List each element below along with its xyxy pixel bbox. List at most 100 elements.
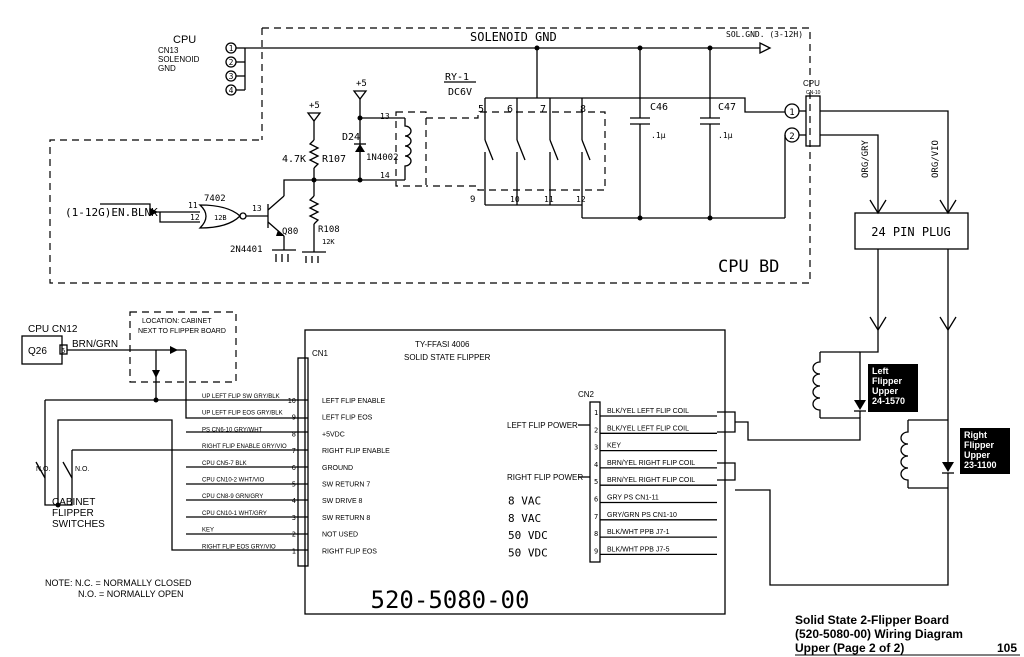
cn13-pin-4: 4 <box>229 86 234 95</box>
cpu-label: CPU <box>173 34 196 46</box>
24-pin-plug <box>854 212 969 250</box>
cn1-wire-label: PS CN6-10 GRY/WHT <box>202 427 263 433</box>
svg-text:6: 6 <box>507 104 513 115</box>
sol-gnd-ref: SOL.GND. (3-12H) <box>726 30 803 39</box>
svg-text:C46: C46 <box>650 102 668 113</box>
relay-coil <box>404 118 412 180</box>
gate-name: 7402 <box>204 194 226 204</box>
svg-text:6: 6 <box>61 347 65 355</box>
cn1-pin-number: 5 <box>292 481 296 489</box>
cabinet-flipper-switches <box>35 461 73 479</box>
svg-text:Right: Right <box>964 430 987 440</box>
svg-text:Upper: Upper <box>872 386 899 396</box>
sol-gnd-arrow <box>759 41 772 55</box>
relay-name: RY-1 <box>445 72 469 83</box>
svg-text:10: 10 <box>510 195 520 204</box>
plus5-arrow-2 <box>352 90 368 101</box>
svg-text:Upper: Upper <box>964 450 991 460</box>
cn1-signal-label: SW DRIVE 8 <box>322 498 363 505</box>
svg-text:SWITCHES: SWITCHES <box>52 519 105 530</box>
svg-text:ORG/VIO: ORG/VIO <box>931 140 941 178</box>
svg-text:CPU: CPU <box>803 79 820 88</box>
cn2-wire-label: BLK/YEL LEFT FLIP COIL <box>607 425 689 432</box>
cn1-signal-label: NOT USED <box>322 532 358 539</box>
cn1-wire-label: CPU CN8-9 GRN/GRY <box>202 494 263 500</box>
svg-text:12: 12 <box>190 213 200 222</box>
svg-text:CPU CN12: CPU CN12 <box>28 324 78 335</box>
note-line-2: N.O. = NORMALLY OPEN <box>78 589 183 599</box>
cn1-wire-label: CPU CN5-7 BLK <box>202 461 247 467</box>
cn2-pin-number: 9 <box>594 547 598 555</box>
caption-line-3: Upper (Page 2 of 2) <box>795 641 904 655</box>
svg-text:1: 1 <box>789 108 794 118</box>
capacitor-c47 <box>700 48 720 218</box>
flipper-coils: Left Flipper Upper 24-1570 Right Flipper… <box>735 249 1010 586</box>
svg-text:12K: 12K <box>322 238 335 246</box>
cn2-pin-number: 6 <box>594 496 598 504</box>
cpu-connector <box>784 95 821 147</box>
svg-text:SOLID STATE FLIPPER: SOLID STATE FLIPPER <box>404 353 491 362</box>
svg-text:C47: C47 <box>718 102 736 113</box>
svg-text:24-1570: 24-1570 <box>872 396 905 406</box>
svg-text:2: 2 <box>789 132 794 142</box>
svg-text:11: 11 <box>544 195 554 204</box>
svg-text:11: 11 <box>188 201 198 210</box>
right-flipper-coil <box>900 420 909 488</box>
left-flipper-label-box <box>868 364 918 412</box>
svg-text:.1µ: .1µ <box>718 131 733 140</box>
svg-text:TY-FFASI 4006: TY-FFASI 4006 <box>415 340 470 349</box>
cpu-board-section: CPU CN13 SOLENOID GND 1 2 3 4 SOLENOID G… <box>49 27 969 284</box>
svg-text:24 PIN PLUG: 24 PIN PLUG <box>871 225 950 239</box>
cn1-signal-label: SW RETURN 7 <box>322 482 370 489</box>
svg-text:RIGHT FLIP POWER: RIGHT FLIP POWER <box>507 473 583 482</box>
svg-text:.1µ: .1µ <box>651 131 666 140</box>
plus5-arrow-1 <box>306 112 322 123</box>
cn2-supply-label: 50 VDC <box>508 529 548 542</box>
cn2-pin-number: 7 <box>594 513 598 521</box>
q26-box <box>21 335 63 365</box>
svg-text:N.O.: N.O. <box>75 466 89 473</box>
cn2-wire-label: BLK/WHT PPB J7-5 <box>607 546 670 553</box>
svg-text:FLIPPER: FLIPPER <box>52 508 94 519</box>
svg-text:8: 8 <box>580 104 586 115</box>
cn1-pin-number: 6 <box>292 464 296 472</box>
note-line-1: NOTE: N.C. = NORMALLY CLOSED <box>45 578 192 588</box>
svg-text:CN-10: CN-10 <box>806 90 821 96</box>
resistor-r107 <box>308 139 320 169</box>
wire-org-gry <box>820 134 879 213</box>
svg-text:CN2: CN2 <box>578 390 595 399</box>
page-number: 105 <box>997 641 1017 655</box>
svg-text:14: 14 <box>380 171 390 180</box>
cn2-wire-label: BLK/YEL LEFT FLIP COIL <box>607 408 689 415</box>
relay-contacts <box>484 45 591 206</box>
cpu-cn12-section: CPU CN12 Q26 6 BRN/GRN LOCATION: CABINET… <box>21 311 308 551</box>
right-coil-diode <box>942 462 954 472</box>
cn1-pin-number: 9 <box>292 414 296 422</box>
right-flipper-label-box <box>960 428 1010 474</box>
svg-text:CN1: CN1 <box>312 349 329 358</box>
svg-text:Flipper: Flipper <box>964 440 994 450</box>
cn1-pin-number: 4 <box>292 497 296 505</box>
cn1-wire-label: RIGHT FLIP EOS GRY/VIO <box>202 544 276 550</box>
cn1-wire-label: KEY <box>202 528 214 534</box>
cn1-pin-number: 10 <box>288 397 296 405</box>
cn13-pins: 1 2 3 4 <box>225 42 246 96</box>
board-outline <box>304 329 726 615</box>
transistor-name: Q80 <box>282 227 298 237</box>
solenoid-label: SOLENOID <box>158 55 200 64</box>
cn2-pin-number: 5 <box>594 478 598 486</box>
cn13-label: CN13 <box>158 46 179 55</box>
diode-d24 <box>354 143 366 152</box>
cn2-pin-number: 1 <box>594 409 598 417</box>
cn2-wire-label: BRN/YEL RIGHT FLIP COIL <box>607 460 695 467</box>
cn2-wire-label: BLK/WHT PPB J7-1 <box>607 529 670 536</box>
svg-text:N.O.: N.O. <box>36 466 50 473</box>
cn1-pin-number: 1 <box>292 547 296 555</box>
svg-text:BRN/GRN: BRN/GRN <box>72 339 118 350</box>
cn1-signal-label: LEFT FLIP ENABLE <box>322 398 385 405</box>
nor-gate-7402 <box>198 204 241 229</box>
svg-text:9: 9 <box>470 195 475 205</box>
svg-text:13: 13 <box>380 112 390 121</box>
svg-text:D24: D24 <box>342 132 360 143</box>
cn2-supply-label: 8 VAC <box>508 495 541 508</box>
